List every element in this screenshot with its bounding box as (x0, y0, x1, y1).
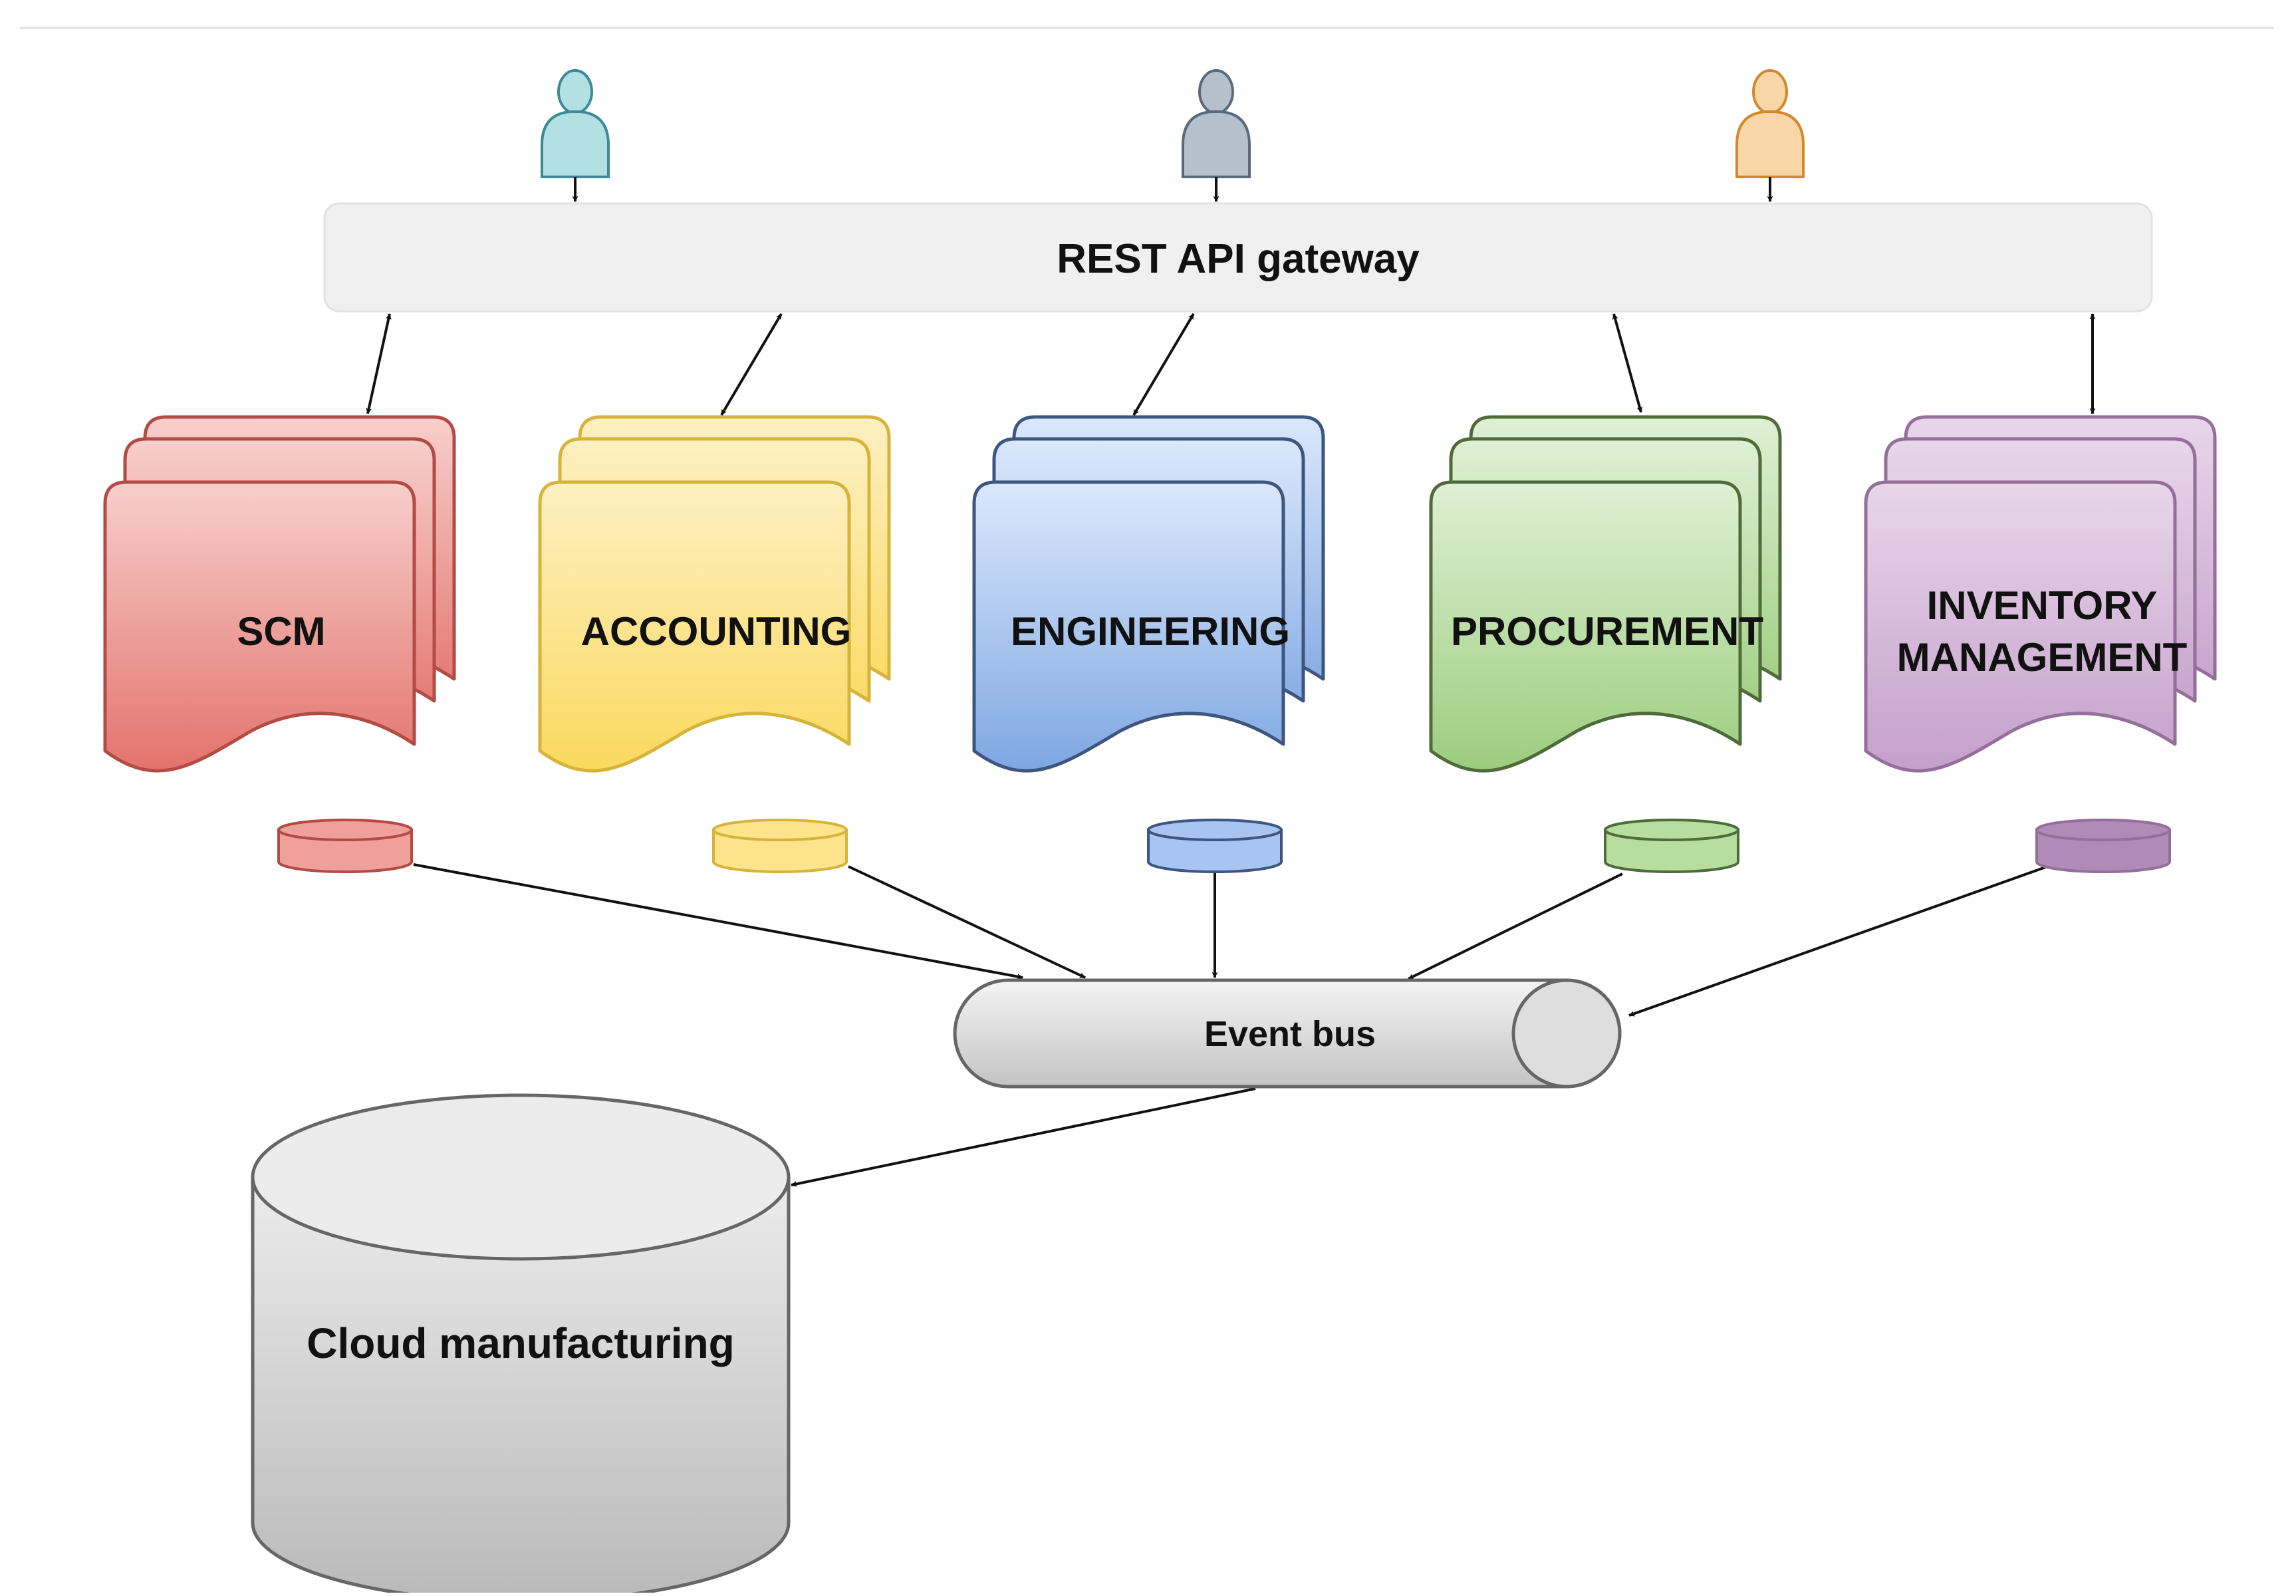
gateway-service-arrow (720, 313, 783, 416)
services-layer: SCM ACCOUNTING ENGINEERING PROCUREMENT INVEN… (103, 415, 2217, 873)
service-db-icon (277, 819, 413, 873)
service-label: ENGINEERING (1011, 609, 1290, 654)
cloud-manufacturing-db: Cloud manufacturing (251, 1093, 791, 1596)
event-bus: Event bus (953, 978, 1622, 1089)
user-icon (1182, 69, 1251, 178)
user-icon (541, 69, 610, 178)
service-engineering: ENGINEERING (972, 415, 1325, 773)
eventbus-cloud-arrow (791, 1087, 1256, 1187)
db-eventbus-arrow (1408, 872, 1623, 980)
service-label: SCM (237, 609, 325, 654)
service-inventory-management: INVENTORY MANAGEMENT (1864, 415, 2217, 773)
service-label: PROCUREMENT (1451, 609, 1763, 654)
service-db-icon (1147, 819, 1283, 873)
service-procurement: PROCUREMENT (1429, 415, 1782, 773)
service-db-icon (1604, 819, 1739, 873)
gateway-service-arrow (1132, 313, 1195, 416)
gateway-service-arrow (366, 313, 392, 414)
db-eventbus-arrow (1628, 864, 2050, 1017)
cloud-db-top (251, 1093, 791, 1261)
connectors (366, 177, 2096, 1187)
service-db-icon (712, 819, 848, 873)
gateway-service-arrow (1612, 313, 1643, 413)
rest-api-gateway: REST API gateway (323, 202, 2153, 313)
service-scm: SCM (103, 415, 456, 773)
service-label: MANAGEMENT (1897, 635, 2188, 680)
users-layer (541, 69, 1805, 178)
service-accounting: ACCOUNTING (538, 415, 891, 773)
gateway-label: REST API gateway (1057, 236, 1420, 282)
service-db-icon (2035, 819, 2171, 873)
service-label: INVENTORY (1927, 583, 2158, 628)
db-eventbus-arrow (413, 863, 1023, 980)
cloud-manufacturing-label: Cloud manufacturing (307, 1319, 735, 1367)
user-icon (1735, 69, 1805, 178)
event-bus-label: Event bus (1204, 1014, 1376, 1054)
event-bus-end-cap (1511, 978, 1622, 1089)
db-eventbus-arrow (848, 865, 1086, 979)
service-label: ACCOUNTING (581, 609, 852, 654)
